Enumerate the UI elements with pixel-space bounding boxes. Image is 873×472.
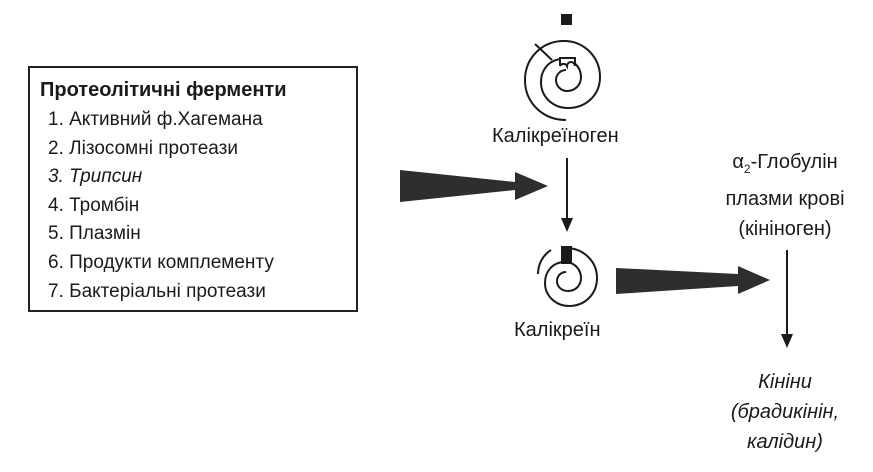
kininogen-line1-text: -Глобулін: [750, 151, 838, 173]
kallikreinogen-square: [561, 14, 572, 25]
kininogen-line2: плазми крові: [725, 188, 845, 210]
kallikreinogen-spiral-icon: [523, 39, 602, 121]
kallikreinogen-label: Калікреїноген: [492, 125, 619, 147]
enzyme-item: 6. Продукти комплементу: [48, 251, 274, 273]
kinins-line3: калідин): [747, 431, 823, 453]
kinins-label: Кініни (брадикінін, калідин): [700, 370, 870, 454]
enzyme-item: 2. Лізосомні протеази: [48, 137, 238, 159]
enzyme-item: 1. Активний ф.Хагемана: [48, 109, 263, 130]
kininogen-down-arrow: [781, 250, 793, 348]
proteolytic-enzymes-box: Протеолітичні ферменти 1. Активний ф.Хаг…: [28, 66, 358, 312]
kininogen-line3: (кініноген): [738, 218, 832, 240]
enzymes-title: Протеолітичні ферменти: [40, 79, 287, 101]
enzyme-item: 7. Бактеріальні протеази: [48, 280, 266, 302]
activation-arrow: [400, 170, 548, 202]
enzyme-item: 4. Тромбін: [48, 194, 140, 216]
kinins-line1: Кініни: [758, 371, 812, 393]
enzyme-item: 5. Плазмін: [48, 223, 141, 245]
kininogen-line1: α2-Глобулін: [700, 150, 870, 181]
kallikrein-spiral-icon: [537, 246, 599, 308]
alpha-subscript: 2: [743, 162, 751, 176]
conversion-down-arrow: [561, 158, 573, 232]
kininogen-label: α2-Глобулін плазми крові (кініноген): [700, 150, 870, 241]
kinins-line2: (брадикінін,: [730, 401, 840, 423]
enzymes-list: 1. Активний ф.Хагемана 2. Лізосомні проте…: [40, 106, 346, 306]
kallikrein-label: Калікреїн: [514, 319, 601, 341]
kallikrein-action-arrow: [616, 266, 770, 294]
enzyme-item: 3. Трипсин: [48, 166, 143, 188]
alpha-symbol: α: [732, 151, 744, 173]
